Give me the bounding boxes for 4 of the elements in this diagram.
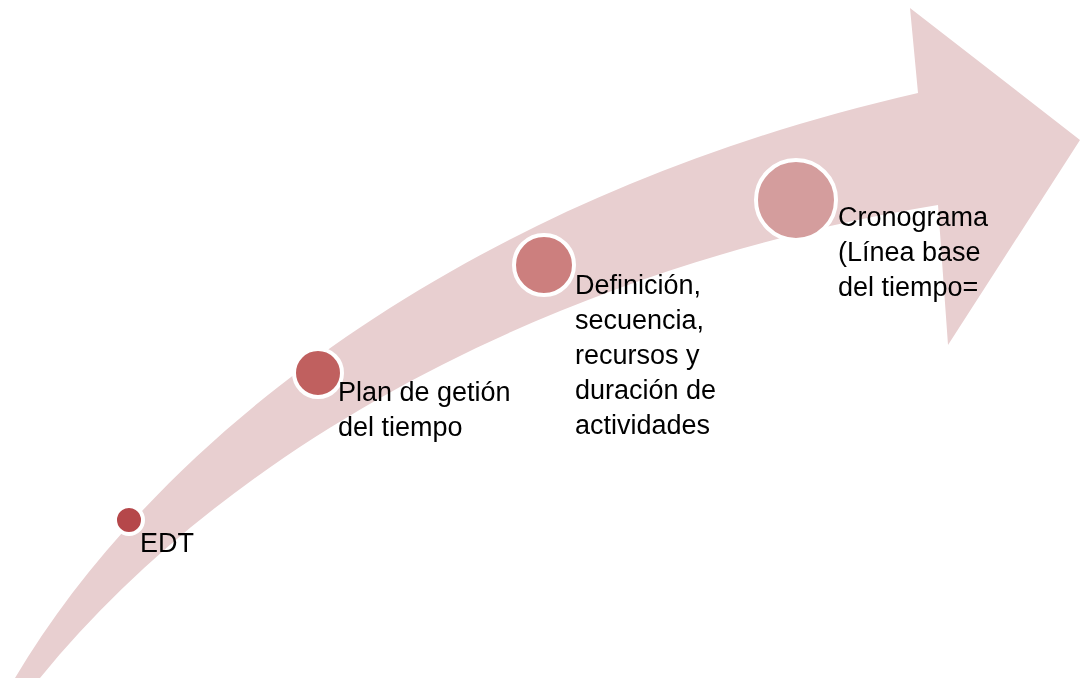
step-label: EDT — [140, 527, 195, 560]
step-label: Plan de getión del tiempo — [338, 376, 512, 445]
step-label: Cronograma (Línea base del tiempo= — [838, 201, 990, 305]
step-label: Definición, secuencia, recursos y duración de actividades — [575, 269, 718, 443]
